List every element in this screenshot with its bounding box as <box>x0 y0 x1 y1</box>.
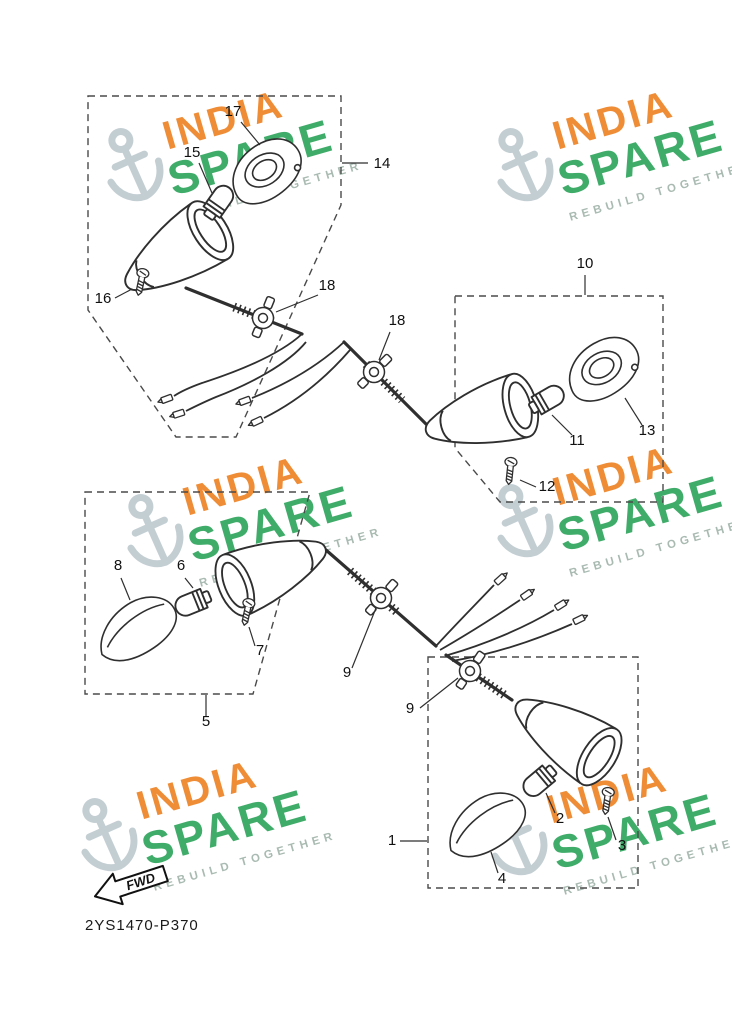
callout-12: 12 <box>539 478 556 495</box>
callout-16: 16 <box>95 290 112 307</box>
callout-9-a: 9 <box>343 664 351 681</box>
callout-9-b: 9 <box>406 700 414 717</box>
wire-terminal <box>519 586 537 602</box>
stem-threads <box>362 360 406 404</box>
fwd-arrow-icon: FWD <box>93 864 169 906</box>
wire-terminal <box>572 612 590 626</box>
watermark <box>91 66 364 241</box>
callout-11: 11 <box>569 432 585 449</box>
flasher-assembly-rear-left <box>86 517 537 672</box>
flasher-body <box>416 368 546 464</box>
callout-15: 15 <box>184 144 201 161</box>
callout-labels: 17 15 14 16 18 18 10 11 13 12 8 6 7 5 9 … <box>95 103 656 887</box>
wire-lead <box>447 609 555 656</box>
lens-part-13 <box>556 325 651 412</box>
callout-13: 13 <box>639 422 656 439</box>
wire-terminal <box>156 393 174 406</box>
wire-lead <box>251 341 345 399</box>
watermark <box>481 66 732 241</box>
callout-2: 2 <box>556 810 564 827</box>
stem-threads <box>475 673 509 700</box>
callout-8: 8 <box>114 557 122 574</box>
wire-lead <box>263 349 351 419</box>
wire-terminal <box>553 596 571 612</box>
bulb-part-11 <box>525 381 569 419</box>
callout-14: 14 <box>374 155 391 172</box>
flasher-assembly-rear-right <box>435 596 632 868</box>
wire-terminal <box>168 408 186 421</box>
group-box-14 <box>87 95 342 438</box>
flasher-assembly-front-left <box>107 127 314 421</box>
bulb-part-6 <box>171 585 215 620</box>
wire-lead <box>185 341 307 412</box>
lens-part-8 <box>86 585 187 672</box>
callout-3: 3 <box>618 837 626 854</box>
callout-5: 5 <box>202 713 210 730</box>
callout-4: 4 <box>498 870 506 887</box>
wire-terminal <box>493 570 510 586</box>
callout-1: 1 <box>388 832 396 849</box>
group-box-5 <box>84 491 311 695</box>
wire-terminal <box>246 415 264 429</box>
stay-part-18 <box>245 292 282 342</box>
wire-terminal <box>234 395 252 408</box>
callout-6: 6 <box>177 557 185 574</box>
callout-18-b: 18 <box>389 312 406 329</box>
callout-7: 7 <box>256 642 264 659</box>
wire-lead <box>435 584 495 647</box>
callout-10: 10 <box>577 255 594 272</box>
watermark <box>481 422 732 597</box>
wire-lead <box>451 623 573 662</box>
wire-lead <box>173 333 303 397</box>
callout-17: 17 <box>225 103 242 120</box>
callout-18-a: 18 <box>319 277 336 294</box>
callout-leaders <box>114 121 643 874</box>
stem-threads <box>347 567 401 617</box>
screw-part-12 <box>501 456 519 486</box>
part-code: 2YS1470-P370 <box>85 917 199 934</box>
wire-lead <box>439 599 521 651</box>
flasher-assembly-front-right <box>234 325 651 486</box>
